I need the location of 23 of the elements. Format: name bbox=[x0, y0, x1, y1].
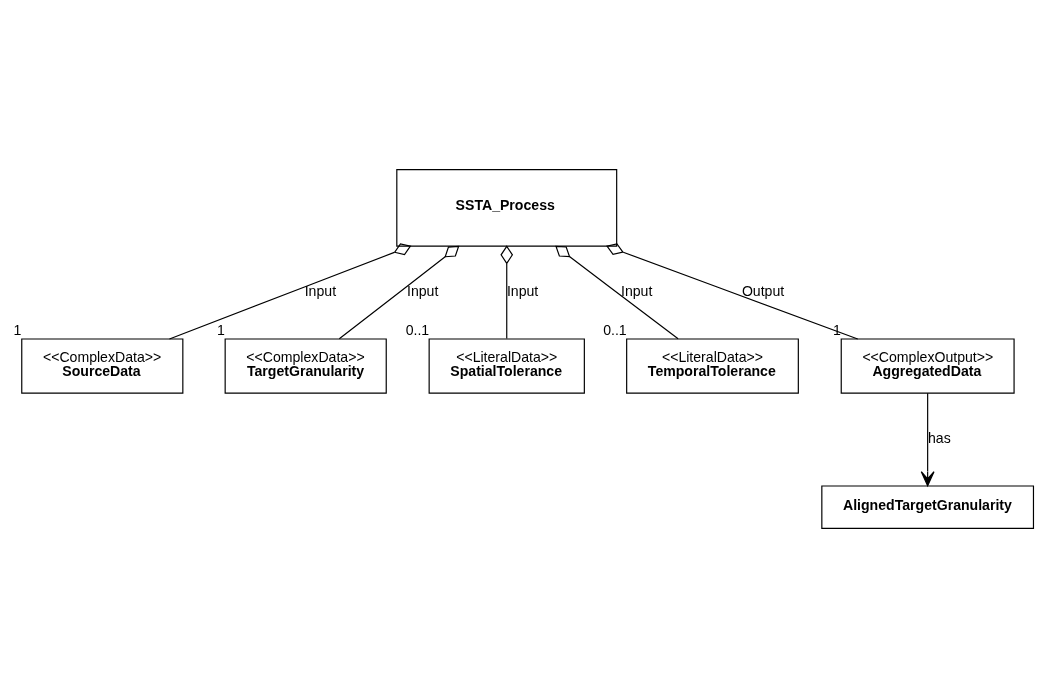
edge-label: Output bbox=[741, 283, 785, 300]
arrow bbox=[920, 392, 935, 487]
edge-label: Input bbox=[506, 283, 539, 300]
edge-label: Input bbox=[304, 283, 337, 300]
node-label: 0..1 bbox=[405, 322, 430, 339]
connector bbox=[500, 245, 514, 340]
connector bbox=[555, 245, 679, 340]
node-box: <<ComplexOutput>> AggregatedData bbox=[840, 338, 1015, 394]
edge-label: Input bbox=[620, 283, 653, 300]
node-box: <<ComplexData>> SourceData bbox=[21, 338, 184, 394]
node-label: 0..1 bbox=[603, 322, 627, 339]
edge-label: has bbox=[928, 430, 951, 447]
node-label: 1 bbox=[13, 322, 22, 339]
connector bbox=[606, 243, 859, 340]
connector bbox=[338, 245, 460, 340]
connector bbox=[168, 243, 412, 340]
node-box: <<LiteralData>> SpatialTolerance bbox=[428, 338, 585, 394]
node-label: 1 bbox=[216, 322, 225, 339]
node-box: <<LiteralData>> TemporalTolerance bbox=[626, 338, 799, 394]
node-box: SSTA_Process bbox=[396, 169, 618, 247]
node-box: AlignedTargetGranularity bbox=[821, 485, 1035, 529]
node-box: <<ComplexData>> TargetGranularity bbox=[224, 338, 387, 394]
edge-label: Input bbox=[407, 283, 439, 300]
